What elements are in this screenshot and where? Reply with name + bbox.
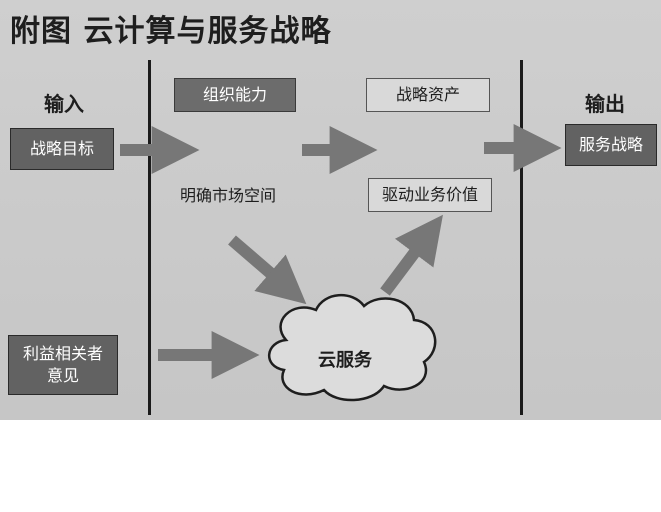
divider-left: [148, 60, 151, 415]
divider-right: [520, 60, 523, 415]
output-column-label: 输出: [585, 92, 625, 116]
clear-market-space-label: 明确市场空间: [180, 186, 277, 205]
figure-title: 附图 云计算与服务战略: [10, 14, 332, 49]
arrow-market-to-cloud: [228, 235, 307, 305]
arrow-cloud-to-value: [380, 214, 443, 296]
org-capability-box: 组织能力: [174, 78, 296, 112]
cloud-shape: [267, 293, 437, 402]
drive-business-value-label: 驱动业务价值: [381, 185, 478, 204]
strategic-goal-box: 战略目标: [10, 128, 114, 170]
cloud-service-label: 云服务: [318, 350, 372, 371]
service-strategy-box: 服务战略: [565, 124, 657, 166]
service-strategy-label: 服务战略: [578, 135, 643, 154]
flow-arrows: [120, 124, 562, 402]
strategic-goal-label: 战略目标: [29, 139, 94, 158]
input-column-label: 输入: [44, 92, 84, 116]
stakeholder-opinion-box: 利益相关者 意见: [8, 335, 118, 395]
strategic-assets-label: 战略资产: [395, 85, 460, 104]
stakeholder-opinion-line1: 利益相关者: [22, 344, 103, 363]
drive-business-value-box: 驱动业务价值: [368, 178, 492, 212]
strategic-assets-box: 战略资产: [366, 78, 490, 112]
org-capability-label: 组织能力: [202, 85, 267, 104]
stakeholder-opinion-line2: 意见: [46, 366, 79, 385]
